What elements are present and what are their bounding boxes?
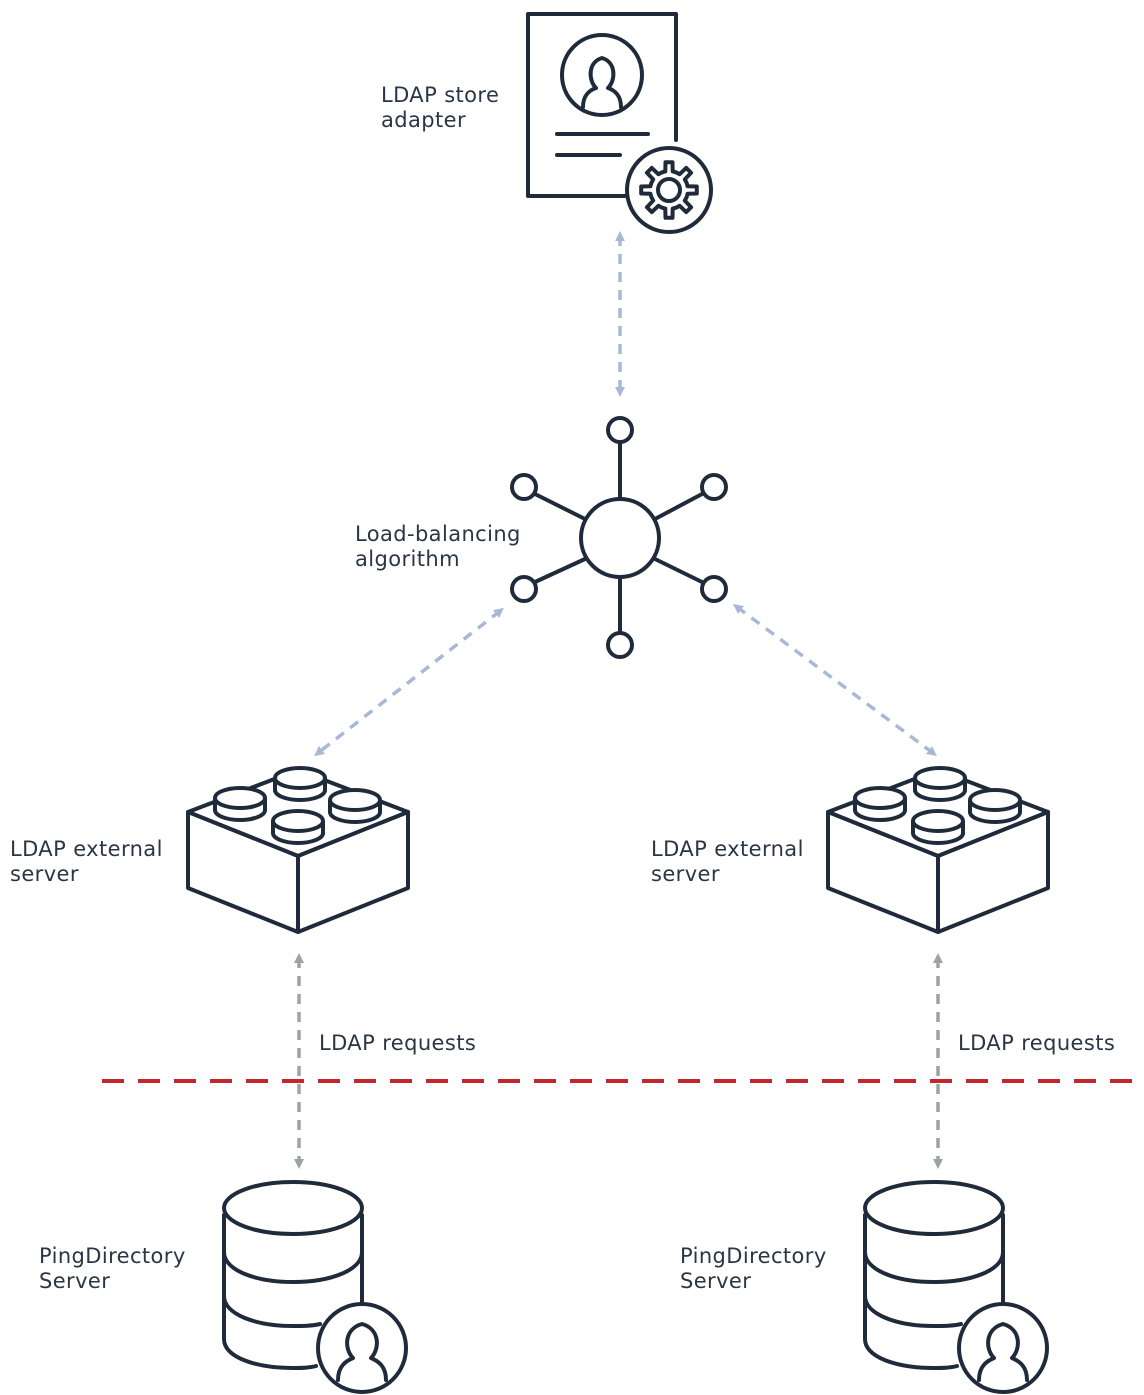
database-user-icon (222, 1180, 408, 1394)
directory-server-right-node: PingDirectory Server (680, 1180, 1049, 1394)
load-balancer-label: Load-balancing algorithm (355, 522, 528, 571)
hub-left-server-arrow (314, 607, 504, 757)
store-adapter-label: LDAP store adapter (381, 83, 506, 132)
directory-server-left-label: PingDirectory Server (39, 1244, 193, 1293)
directory-server-right-label: PingDirectory Server (680, 1244, 834, 1293)
load-balancer-node: Load-balancing algorithm (355, 416, 728, 659)
external-server-right-label: LDAP external server (651, 837, 811, 886)
left-request-label: LDAP requests (319, 1031, 476, 1055)
right-request-label: LDAP requests (958, 1031, 1115, 1055)
database-user-icon (863, 1180, 1049, 1394)
brick-icon (186, 766, 410, 934)
hub-network-icon (510, 416, 728, 659)
hub-right-server-arrow (732, 604, 938, 756)
external-server-left-label: LDAP external server (10, 837, 170, 886)
external-server-left-node: LDAP external server (10, 766, 410, 934)
gear-icon (639, 160, 699, 220)
external-server-right-node: LDAP external server (651, 766, 1050, 934)
store-adapter-node: LDAP store adapter (381, 12, 713, 234)
directory-server-left-node: PingDirectory Server (39, 1180, 408, 1394)
brick-icon (826, 766, 1050, 934)
document-gear-icon (526, 12, 713, 234)
